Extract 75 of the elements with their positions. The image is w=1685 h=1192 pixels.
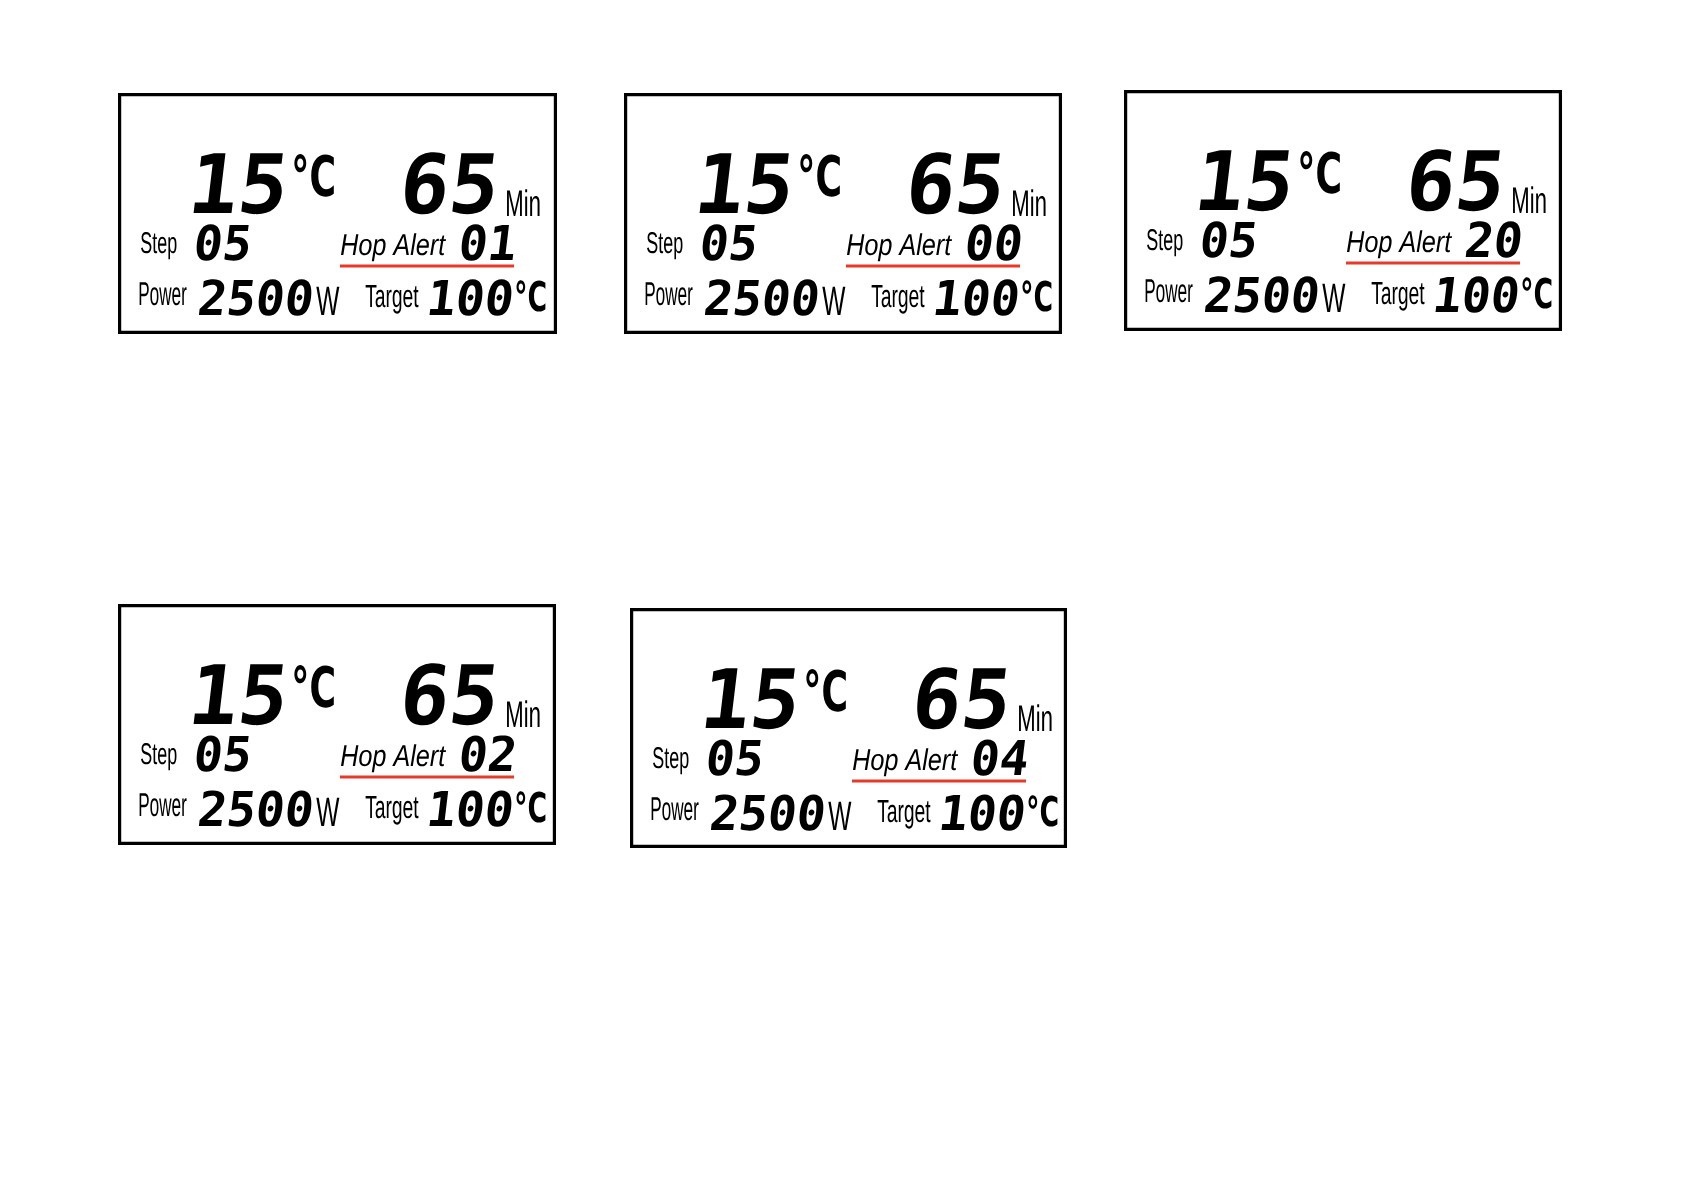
unit-symbol: °C	[516, 791, 546, 823]
unit-symbol: °C	[800, 154, 840, 197]
lcd-digits: 2500	[198, 279, 312, 316]
lcd-digits: 01	[461, 224, 514, 261]
lcd-digits: 65	[911, 152, 1000, 215]
unit-symbol: °C	[1300, 151, 1340, 194]
field-label: Target	[365, 285, 419, 314]
lcd-digits: 2500	[1204, 276, 1318, 313]
unit-symbol: °C	[1028, 795, 1058, 827]
lcd-digits: 00	[967, 224, 1021, 261]
lcd-digits: 2500	[198, 790, 312, 827]
field-label: Target	[871, 285, 925, 314]
unit-label: Min	[1019, 704, 1052, 731]
lcd-digits: 100	[429, 279, 512, 316]
lcd-display	[630, 608, 1067, 848]
lcd-display	[624, 93, 1062, 334]
lcd-digits: 05	[196, 735, 249, 772]
field-label: Hop Alert	[341, 233, 447, 262]
unit-label: Min	[1013, 189, 1046, 216]
lcd-digits: 65	[917, 667, 1006, 730]
lcd-digits: 65	[405, 152, 494, 215]
unit-label: W	[316, 286, 340, 315]
field-label: Hop Alert	[853, 748, 959, 777]
field-label: Power	[651, 797, 699, 821]
lcd-display	[1124, 90, 1562, 331]
field-label: Hop Alert	[847, 233, 953, 262]
field-label: Power	[139, 282, 187, 306]
lcd-digits: 2500	[704, 279, 818, 316]
unit-symbol: °C	[806, 669, 846, 712]
lcd-display	[118, 93, 557, 334]
field-label: Step	[141, 743, 177, 771]
field-label: Step	[141, 232, 177, 260]
field-label: Step	[1147, 229, 1183, 257]
unit-label: Min	[507, 700, 540, 727]
lcd-digits: 02	[461, 735, 514, 772]
lcd-digits: 15	[699, 153, 789, 215]
field-label: Target	[1371, 282, 1425, 311]
lcd-digits: 04	[973, 739, 1027, 776]
unit-label: W	[1322, 283, 1346, 312]
lcd-digits: 15	[193, 153, 283, 215]
lcd-digits: 05	[1202, 221, 1255, 258]
lcd-digits: 05	[702, 224, 755, 261]
unit-label: Min	[1513, 186, 1546, 213]
field-label: Hop Alert	[1347, 230, 1453, 259]
lcd-digits: 20	[1465, 221, 1521, 258]
unit-label: W	[828, 801, 852, 830]
lcd-digits: 100	[1435, 276, 1518, 313]
unit-label: W	[822, 286, 846, 315]
lcd-digits: 65	[405, 663, 494, 726]
field-label: Hop Alert	[341, 744, 447, 773]
unit-label: Min	[507, 189, 540, 216]
unit-symbol: °C	[1522, 277, 1552, 309]
lcd-digits: 100	[941, 794, 1024, 831]
field-label: Power	[139, 793, 187, 817]
field-label: Target	[365, 796, 419, 825]
field-label: Step	[653, 747, 689, 775]
lcd-digits: 15	[705, 668, 795, 730]
field-label: Step	[647, 232, 683, 260]
unit-symbol: °C	[516, 280, 546, 312]
lcd-digits: 65	[1411, 149, 1500, 212]
unit-symbol: °C	[294, 665, 334, 708]
lcd-digits: 05	[708, 739, 761, 776]
field-label: Power	[1145, 279, 1193, 303]
unit-label: W	[316, 797, 340, 826]
field-label: Target	[877, 800, 931, 829]
field-label: Power	[645, 282, 693, 306]
lcd-display	[118, 604, 556, 845]
lcd-digits: 15	[193, 664, 283, 726]
lcd-digits: 100	[429, 790, 512, 827]
unit-symbol: °C	[294, 154, 334, 197]
lcd-digits: 05	[196, 224, 249, 261]
lcd-digits: 100	[935, 279, 1018, 316]
unit-symbol: °C	[1022, 280, 1052, 312]
lcd-digits: 2500	[710, 794, 824, 831]
lcd-digits: 15	[1199, 150, 1289, 212]
